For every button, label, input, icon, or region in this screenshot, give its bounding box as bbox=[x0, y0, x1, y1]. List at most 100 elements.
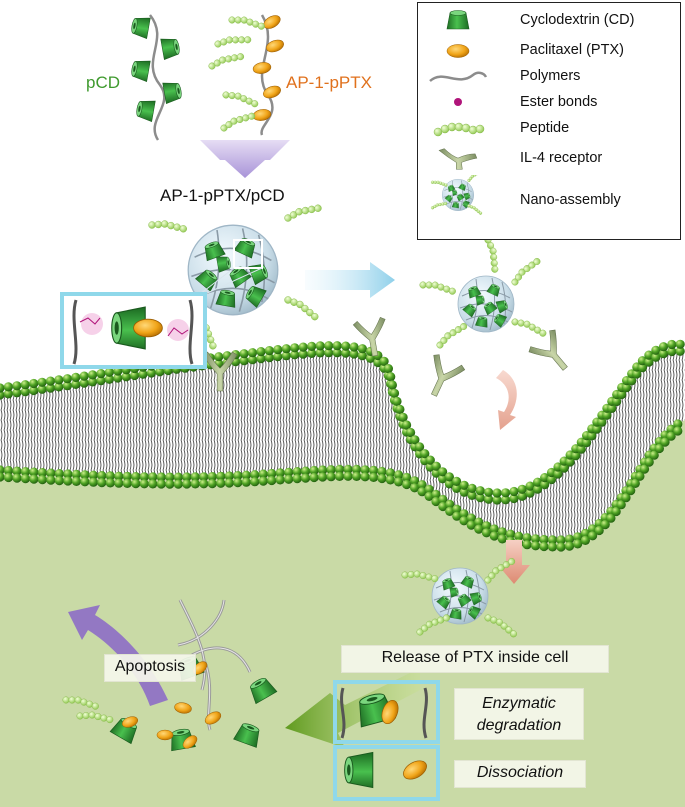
lipid-head bbox=[582, 438, 592, 448]
lipid-head bbox=[395, 404, 405, 414]
lipid-head bbox=[207, 472, 217, 482]
lipid-head bbox=[484, 487, 494, 497]
lipid-head bbox=[445, 499, 455, 509]
nano-assembly-binding bbox=[419, 235, 548, 350]
lipid-head bbox=[402, 420, 412, 430]
lipid-head bbox=[531, 534, 541, 544]
lipid-head bbox=[546, 474, 557, 485]
lipid-head bbox=[292, 467, 302, 477]
lipid-head bbox=[324, 341, 334, 351]
lipid-head bbox=[131, 479, 141, 489]
lipid-head bbox=[62, 374, 72, 384]
lipid-head bbox=[0, 390, 5, 400]
lipid-head bbox=[250, 470, 260, 480]
lipid-head bbox=[256, 347, 266, 357]
polymer-icon bbox=[429, 71, 488, 83]
lipid-head bbox=[88, 377, 98, 387]
ester-bond-inset bbox=[60, 292, 207, 369]
lipid-head bbox=[597, 417, 607, 427]
lipid-head bbox=[667, 346, 677, 357]
lipid-head bbox=[332, 341, 342, 351]
lipid-head bbox=[29, 385, 39, 396]
legend-item-cyclodextrin: Cyclodextrin (CD) bbox=[418, 9, 680, 33]
lipid-head bbox=[431, 461, 441, 471]
lipid-head bbox=[281, 344, 291, 354]
lipid-head bbox=[307, 341, 317, 351]
dissociation-inset bbox=[333, 745, 440, 801]
lipid-head bbox=[509, 486, 519, 497]
lipid-head bbox=[369, 472, 379, 482]
lipid-head bbox=[335, 464, 345, 474]
lipid-head bbox=[96, 376, 106, 386]
lipid-head bbox=[104, 367, 114, 377]
enzymatic-inset-art bbox=[340, 687, 428, 739]
lipid-head bbox=[438, 501, 448, 512]
lipid-head bbox=[207, 479, 217, 489]
enzymatic-line-1: Enzymatic bbox=[482, 695, 556, 712]
lipid-head bbox=[54, 375, 64, 385]
lipid-head bbox=[406, 427, 416, 438]
lipid-head bbox=[216, 478, 226, 488]
lipid-head bbox=[131, 472, 141, 482]
lipid-head bbox=[497, 534, 507, 544]
lipid-head bbox=[97, 471, 107, 481]
lipid-head bbox=[431, 496, 441, 507]
lipid-head bbox=[360, 465, 370, 475]
legend-label: IL-4 receptor bbox=[520, 150, 603, 166]
lipid-head bbox=[292, 474, 302, 484]
lipid-head bbox=[29, 467, 39, 477]
lipid-head bbox=[182, 472, 192, 482]
lipid-head bbox=[452, 483, 462, 493]
lipid-head bbox=[564, 534, 575, 544]
lipid-head bbox=[580, 528, 591, 539]
lipid-head bbox=[318, 472, 328, 482]
binding-arrow bbox=[305, 262, 395, 298]
lipid-head bbox=[637, 363, 648, 373]
lipid-head bbox=[474, 517, 484, 527]
lipid-head bbox=[114, 478, 124, 488]
lipid-head bbox=[410, 476, 420, 486]
lipid-head bbox=[666, 431, 676, 441]
lipid-head bbox=[415, 442, 425, 452]
lipid-head bbox=[258, 476, 268, 486]
lipid-head bbox=[539, 534, 549, 545]
lipid-head bbox=[71, 372, 81, 382]
release-label: Release of PTX inside cell bbox=[341, 645, 609, 673]
legend-item-ester-bonds: Ester bonds bbox=[418, 91, 680, 115]
assembly-title: AP-1-pPTX/pCD bbox=[160, 186, 285, 205]
lipid-head bbox=[658, 342, 669, 352]
lipid-head bbox=[459, 487, 469, 497]
lipid-head bbox=[301, 473, 311, 483]
lipid-head bbox=[660, 437, 670, 447]
lipid-head bbox=[576, 444, 586, 454]
lipid-head bbox=[284, 474, 294, 484]
release-arrow bbox=[285, 668, 420, 748]
lipid-head bbox=[29, 474, 39, 484]
lipid-head bbox=[97, 478, 107, 488]
lipid-head bbox=[617, 389, 627, 400]
lipid-head bbox=[573, 532, 583, 542]
lipid-head bbox=[267, 468, 277, 479]
lipid-head bbox=[481, 521, 492, 531]
lipid-head bbox=[273, 345, 283, 355]
released-components bbox=[62, 599, 278, 752]
lipid-head bbox=[445, 506, 455, 516]
lipid-head bbox=[459, 516, 469, 526]
lipid-head bbox=[492, 488, 502, 498]
lipid-head bbox=[627, 376, 637, 386]
lipid-head bbox=[45, 383, 56, 393]
lipid-head bbox=[54, 476, 64, 486]
lipid-head bbox=[673, 426, 683, 436]
lipid-head bbox=[247, 355, 258, 365]
lipid-head bbox=[547, 542, 558, 552]
lipid-head bbox=[349, 349, 359, 359]
legend-label: Paclitaxel (PTX) bbox=[520, 42, 624, 58]
lipid-head bbox=[281, 351, 291, 361]
lipid-head bbox=[369, 465, 379, 475]
lipid-head bbox=[37, 377, 47, 387]
lipid-head bbox=[420, 449, 430, 459]
paclitaxel-icon bbox=[446, 44, 470, 58]
lipid-head bbox=[594, 525, 604, 536]
lipid-head bbox=[644, 457, 654, 467]
